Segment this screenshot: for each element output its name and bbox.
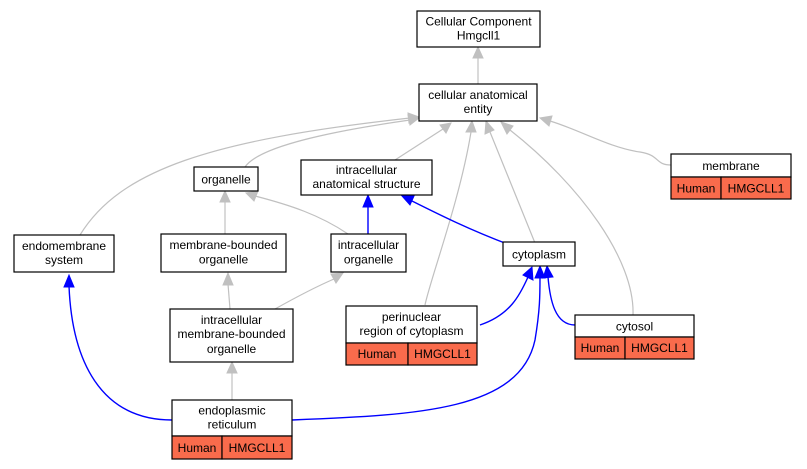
node-label: intracellular bbox=[338, 238, 399, 252]
edge-arrowhead bbox=[484, 119, 495, 135]
edge-er-to-endo bbox=[68, 285, 173, 421]
node-label: cytosol bbox=[616, 320, 653, 334]
edge-arrowhead bbox=[534, 264, 546, 279]
edges bbox=[63, 45, 672, 421]
node-organelle[interactable]: organelle bbox=[193, 166, 259, 192]
node-membrane-bounded-organelle[interactable]: membrane-bounded organelle bbox=[160, 233, 287, 273]
gene-tag bbox=[407, 342, 478, 366]
node-intracellular-membrane-bounded-organelle[interactable]: intracellular membrane-bounded organelle bbox=[169, 308, 294, 363]
node-label: anatomical structure bbox=[312, 177, 420, 191]
node-label: reticulum bbox=[208, 418, 257, 432]
node-label: perinuclear bbox=[382, 310, 441, 324]
node-label: region of cytoplasm bbox=[359, 324, 463, 338]
species-label: Human bbox=[581, 341, 620, 355]
edge-arrowhead bbox=[538, 115, 553, 127]
node-label: organelle bbox=[344, 253, 394, 267]
edge-cytosol-to-cyto bbox=[547, 276, 576, 326]
node-label: system bbox=[45, 253, 83, 267]
edge-mem-to-cae bbox=[549, 120, 672, 166]
edge-imbo-to-mbo bbox=[227, 283, 231, 310]
node-label: intracellular bbox=[336, 163, 397, 177]
node-perinuclear-region-of-cytoplasm[interactable]: perinuclear region of cytoplasm Human HM… bbox=[345, 305, 478, 366]
edge-arrowhead bbox=[226, 360, 238, 374]
edge-arrowhead bbox=[500, 121, 514, 135]
node-label: cellular anatomical bbox=[428, 88, 527, 102]
edge-endo-to-cae bbox=[79, 117, 411, 236]
gene-tag bbox=[221, 435, 293, 460]
edge-arrowhead bbox=[63, 273, 75, 288]
node-label: membrane-bounded bbox=[177, 327, 285, 341]
node-label: endomembrane bbox=[22, 239, 106, 253]
node-endoplasmic-reticulum[interactable]: endoplasmic reticulum Human HMGCLL1 bbox=[171, 399, 293, 460]
gene-tag bbox=[624, 336, 695, 360]
edge-arrowhead bbox=[400, 195, 415, 206]
node-label: entity bbox=[464, 102, 493, 116]
species-label: Human bbox=[178, 441, 217, 455]
node-label: organelle bbox=[201, 173, 251, 187]
node-label: membrane bbox=[702, 159, 760, 173]
node-label: endoplasmic bbox=[198, 404, 265, 418]
node-membrane[interactable]: membrane Human HMGCLL1 bbox=[670, 153, 792, 200]
edge-org-to-cae bbox=[244, 119, 411, 168]
edge-arrowhead bbox=[222, 271, 234, 286]
gene-label: HMGCLL1 bbox=[631, 341, 688, 355]
node-cytosol[interactable]: cytosol Human HMGCLL1 bbox=[574, 314, 695, 360]
edge-arrowhead bbox=[542, 264, 554, 279]
edge-er-to-cyto bbox=[291, 276, 541, 421]
edge-arrowhead bbox=[244, 190, 259, 202]
edge-ias-to-cae bbox=[394, 128, 444, 161]
edge-cyto-to-ias bbox=[411, 200, 511, 246]
gene-label: HMGCLL1 bbox=[229, 441, 286, 455]
edge-arrowhead bbox=[439, 122, 452, 134]
gene-label: HMGCLL1 bbox=[728, 182, 785, 196]
edge-cytosol-to-cae bbox=[509, 129, 634, 316]
node-label: intracellular bbox=[201, 313, 262, 327]
node-cellular-component-root[interactable]: Cellular Component Hmgcll1 bbox=[416, 10, 541, 48]
gene-label: HMGCLL1 bbox=[414, 347, 471, 361]
edge-imbo-to-io bbox=[274, 278, 335, 310]
node-endomembrane-system[interactable]: endomembrane system bbox=[13, 234, 115, 273]
node-cellular-anatomical-entity[interactable]: cellular anatomical entity bbox=[418, 83, 538, 122]
edge-arrowhead bbox=[522, 265, 534, 281]
nodes: Cellular Component Hmgcll1 cellular anat… bbox=[13, 10, 792, 460]
edge-peri-to-cae bbox=[424, 131, 472, 306]
node-label: Cellular Component bbox=[425, 15, 532, 29]
edge-cyto-to-cae bbox=[489, 131, 536, 244]
node-intracellular-organelle[interactable]: intracellular organelle bbox=[330, 233, 407, 273]
node-label: organelle bbox=[207, 342, 257, 356]
edge-arrowhead bbox=[465, 119, 477, 133]
node-label: membrane-bounded bbox=[169, 238, 277, 252]
edge-arrowhead bbox=[407, 114, 421, 126]
edge-arrowhead bbox=[472, 45, 484, 59]
node-label: Hmgcll1 bbox=[457, 29, 501, 43]
edge-arrowhead bbox=[362, 193, 374, 208]
edge-io-to-org bbox=[254, 195, 349, 235]
species-label: Human bbox=[358, 347, 397, 361]
gene-tag bbox=[720, 176, 792, 200]
species-label: Human bbox=[677, 182, 716, 196]
node-cytoplasm[interactable]: cytoplasm bbox=[502, 241, 576, 267]
node-intracellular-anatomical-structure[interactable]: intracellular anatomical structure bbox=[300, 159, 433, 196]
edge-arrowhead bbox=[330, 272, 345, 284]
node-label: cytoplasm bbox=[512, 248, 566, 262]
edge-arrowhead bbox=[219, 189, 231, 203]
edge-peri-to-cyto bbox=[479, 276, 529, 326]
node-label: organelle bbox=[199, 253, 249, 267]
